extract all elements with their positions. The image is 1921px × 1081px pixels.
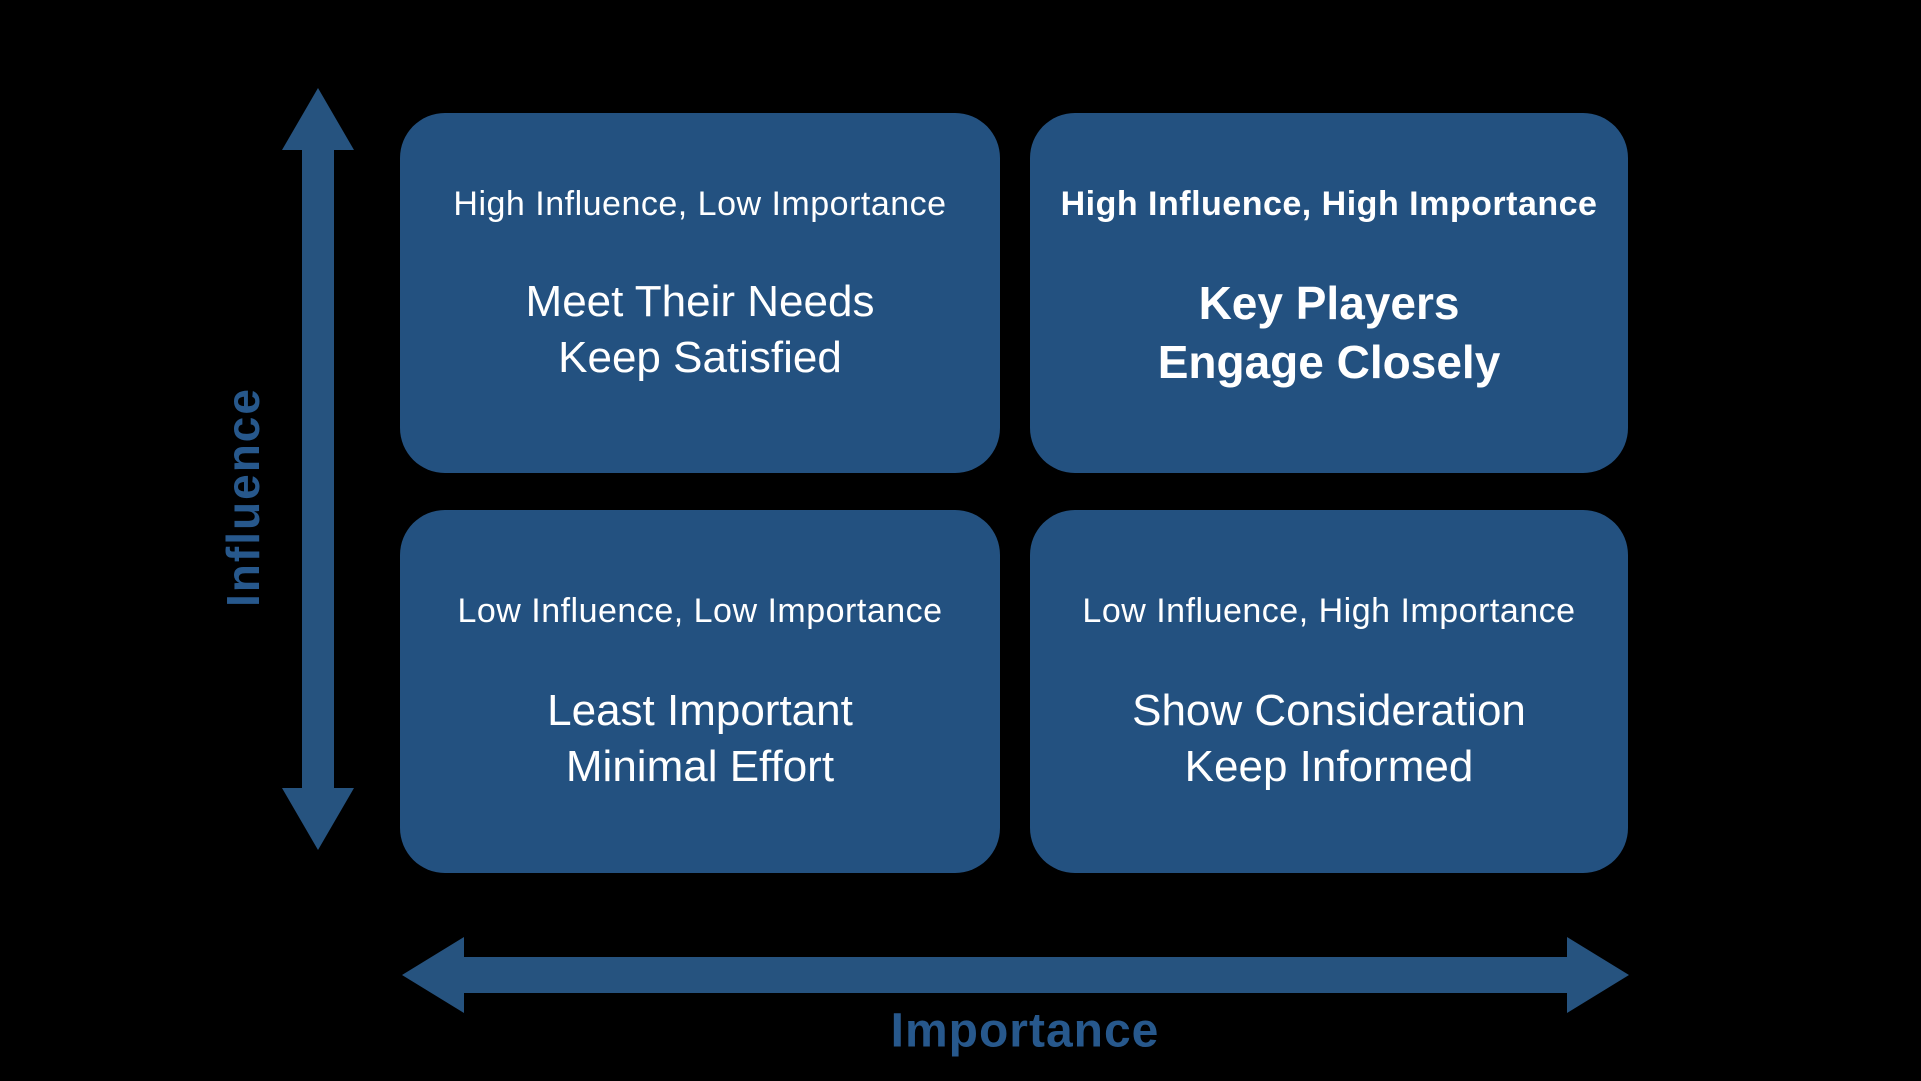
quadrant-strategy-text: Key Players Engage Closely	[1158, 274, 1501, 392]
strategy-line-1: Key Players	[1198, 277, 1460, 329]
quadrant-low-influence-low-importance: Low Influence, Low Importance Least Impo…	[400, 510, 1000, 873]
importance-axis-arrow-icon	[402, 937, 1629, 1013]
quadrant-high-influence-high-importance: High Influence, High Importance Key Play…	[1030, 113, 1628, 473]
strategy-line-1: Least Important	[547, 686, 853, 735]
quadrant-strategy-text: Meet Their Needs Keep Satisfied	[526, 274, 875, 387]
quadrant-label: Low Influence, High Importance	[1082, 592, 1576, 630]
influence-axis-arrow-icon	[282, 88, 354, 850]
quadrant-label: High Influence, High Importance	[1060, 185, 1598, 223]
strategy-line-2: Keep Satisfied	[558, 333, 842, 383]
quadrant-high-influence-low-importance: High Influence, Low Importance Meet Thei…	[400, 113, 1000, 473]
x-axis-label: Importance	[890, 1004, 1160, 1058]
quadrant-label: Low Influence, Low Importance	[457, 592, 943, 630]
strategy-line-1: Meet Their Needs	[525, 277, 875, 326]
strategy-line-2: Keep Informed	[1184, 742, 1474, 792]
strategy-line-1: Show Consideration	[1132, 686, 1526, 735]
quadrant-low-influence-high-importance: Low Influence, High Importance Show Cons…	[1030, 510, 1628, 873]
y-axis-label: Influence	[217, 387, 269, 607]
strategy-line-2: Minimal Effort	[565, 742, 835, 792]
quadrant-strategy-text: Least Important Minimal Effort	[547, 683, 853, 796]
quadrant-strategy-text: Show Consideration Keep Informed	[1132, 683, 1526, 796]
strategy-line-2: Engage Closely	[1157, 335, 1501, 388]
quadrant-label: High Influence, Low Importance	[453, 185, 947, 223]
